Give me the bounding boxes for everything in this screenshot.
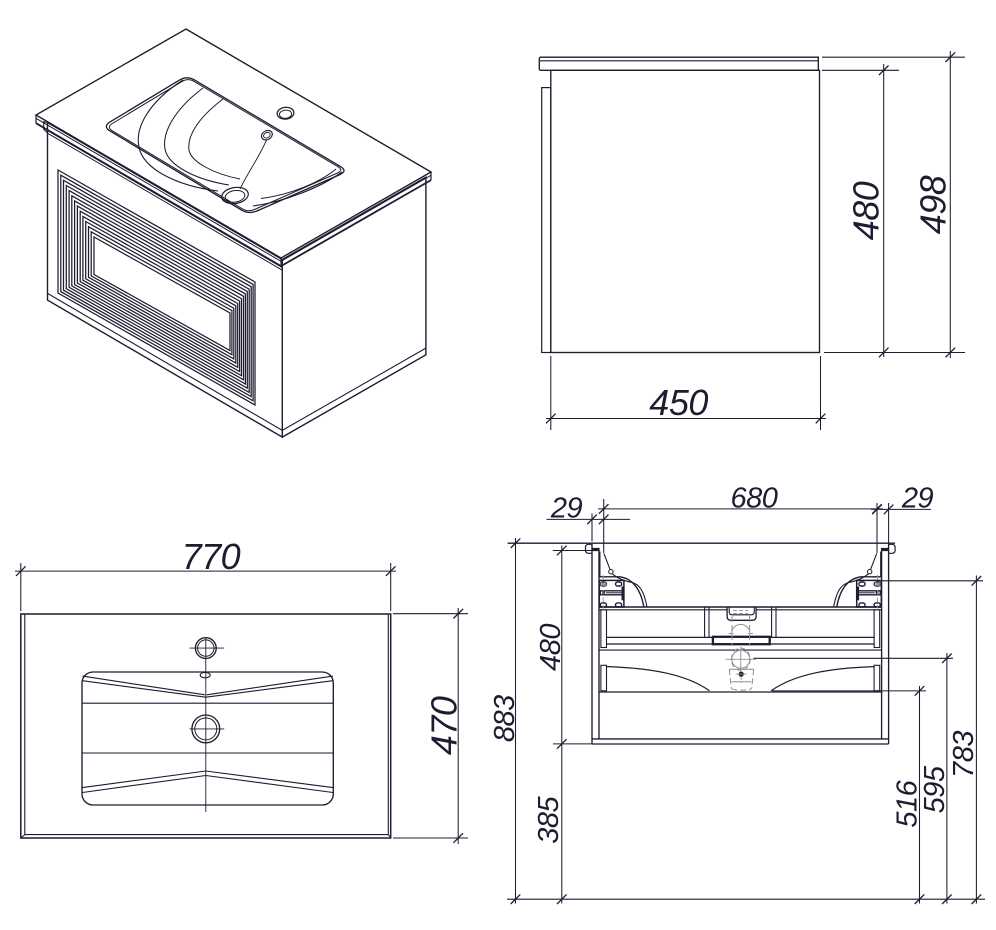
svg-text:480: 480 <box>535 624 567 671</box>
svg-text:770: 770 <box>182 536 241 577</box>
svg-text:680: 680 <box>731 482 778 514</box>
svg-text:385: 385 <box>533 795 565 843</box>
svg-text:883: 883 <box>489 695 521 742</box>
svg-text:470: 470 <box>423 696 464 755</box>
svg-text:480: 480 <box>845 181 886 240</box>
svg-text:595: 595 <box>919 765 951 813</box>
svg-text:29: 29 <box>901 483 934 515</box>
svg-text:498: 498 <box>912 175 953 234</box>
svg-text:29: 29 <box>550 493 583 525</box>
svg-text:783: 783 <box>948 731 980 778</box>
svg-text:516: 516 <box>891 779 923 827</box>
svg-text:450: 450 <box>649 382 708 423</box>
